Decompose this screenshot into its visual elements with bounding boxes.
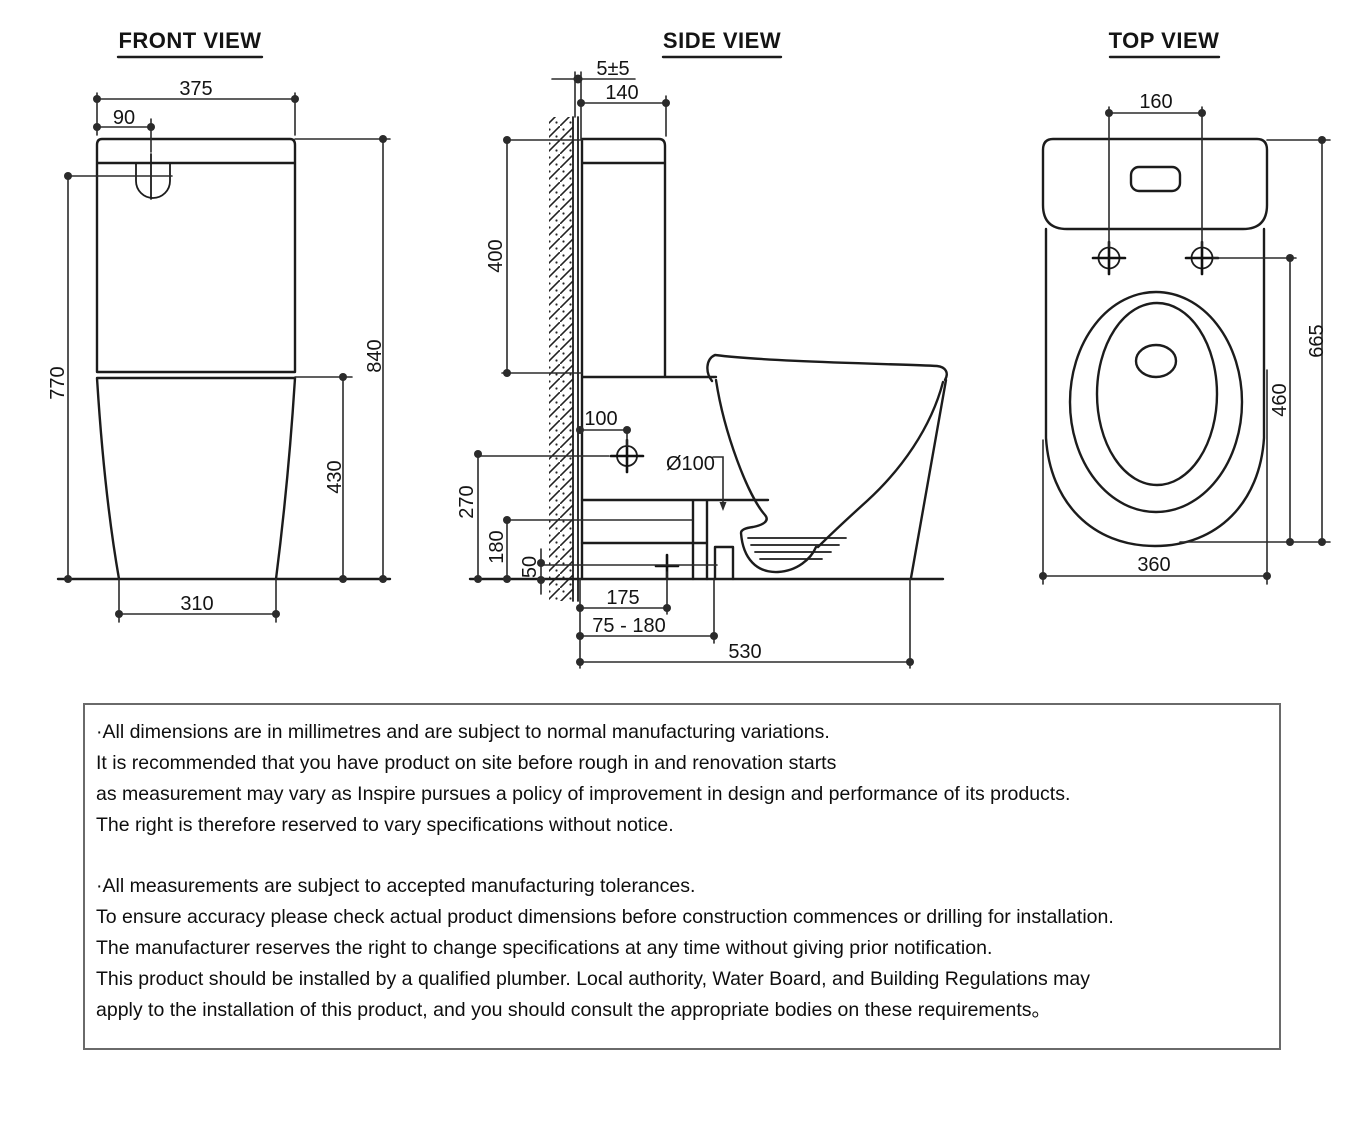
- note-line: The right is therefore reserved to vary …: [96, 814, 674, 836]
- note-line: To ensure accuracy please check actual p…: [96, 906, 1114, 928]
- top-body-outline: [1044, 227, 1266, 548]
- side-view-title: SIDE VIEW: [663, 28, 781, 53]
- top-dim-overall-width: 360: [1137, 554, 1170, 576]
- side-dim-outlet-diameter: Ø100: [666, 453, 715, 475]
- top-view-title: TOP VIEW: [1109, 28, 1220, 53]
- top-dimension-lines: [1042, 106, 1331, 585]
- side-dim-trap-height: 50: [519, 556, 541, 578]
- side-dim-outlet-top-height: 180: [486, 530, 508, 563]
- trap-water-lines: [747, 537, 847, 560]
- front-dim-button-offset: 90: [113, 107, 135, 129]
- top-dim-overall-depth: 665: [1306, 324, 1328, 357]
- front-view: FRONT VIEW 375 90 310 770 840 430: [47, 28, 392, 623]
- front-dimension-dots: [64, 95, 387, 618]
- side-dim-inlet-height: 270: [456, 485, 478, 518]
- side-dim-tank-depth: 140: [605, 82, 638, 104]
- outlet-pipe-lines: [580, 498, 770, 581]
- side-dim-tank-height: 400: [485, 239, 507, 272]
- top-cistern-outline: [1041, 137, 1269, 231]
- installation-notes-panel: ·All dimensions are in millimetres and a…: [83, 703, 1281, 1050]
- front-dimension-lines: [67, 92, 391, 623]
- side-bowl-outline: [714, 378, 948, 580]
- front-dim-height-to-inlet: 770: [47, 366, 69, 399]
- top-dimension-dots: [1039, 109, 1326, 580]
- side-dim-setout-range: 75 - 180: [592, 615, 665, 637]
- side-cistern-outline: [580, 137, 718, 581]
- side-dimension-lines: [477, 71, 911, 669]
- side-seat-lid: [706, 353, 948, 383]
- side-dim-overall-depth: 530: [728, 641, 761, 663]
- flush-outlet-hole: [1134, 343, 1178, 379]
- front-dim-tank-width: 375: [179, 78, 212, 100]
- seat-inner-rim: [1095, 301, 1219, 487]
- note-line: ·All measurements are subject to accepte…: [96, 875, 696, 897]
- front-cistern-outline: [95, 137, 297, 374]
- side-dimension-dots: [474, 74, 914, 666]
- diameter-leader-arrow: [719, 502, 727, 511]
- note-paragraph-gap: [96, 841, 1263, 871]
- top-dim-seat-depth: 460: [1269, 383, 1291, 416]
- wall-face-lines: [572, 116, 579, 602]
- note-line: as measurement may vary as Inspire pursu…: [96, 783, 1071, 805]
- seat-outer-rim: [1068, 290, 1244, 514]
- front-dim-overall-height: 840: [364, 339, 386, 372]
- side-view: SIDE VIEW 5±5 140 10: [456, 28, 948, 669]
- side-dim-outlet-setout: 175: [606, 587, 639, 609]
- front-dim-base-width: 310: [180, 593, 213, 615]
- note-line: The manufacturer reserves the right to c…: [96, 937, 993, 959]
- note-line: apply to the installation of this produc…: [96, 999, 1052, 1021]
- side-dim-wall-gap: 5±5: [596, 58, 629, 80]
- front-dim-pan-height: 430: [324, 460, 346, 493]
- flush-button: [1129, 165, 1182, 193]
- dimension-drawing: FRONT VIEW 375 90 310 770 840 430 SIDE V…: [47, 28, 1331, 669]
- side-dim-inlet-setback: 100: [584, 408, 617, 430]
- note-line: It is recommended that you have product …: [96, 752, 837, 774]
- top-dim-fixing-centres: 160: [1139, 91, 1172, 113]
- front-pan-outline: [95, 376, 297, 581]
- note-line: This product should be installed by a qu…: [96, 968, 1090, 990]
- wall-hatch: [549, 117, 573, 601]
- front-view-title: FRONT VIEW: [118, 28, 261, 53]
- note-line: ·All dimensions are in millimetres and a…: [96, 721, 830, 743]
- top-view: TOP VIEW 160 360 665 460: [1039, 28, 1331, 585]
